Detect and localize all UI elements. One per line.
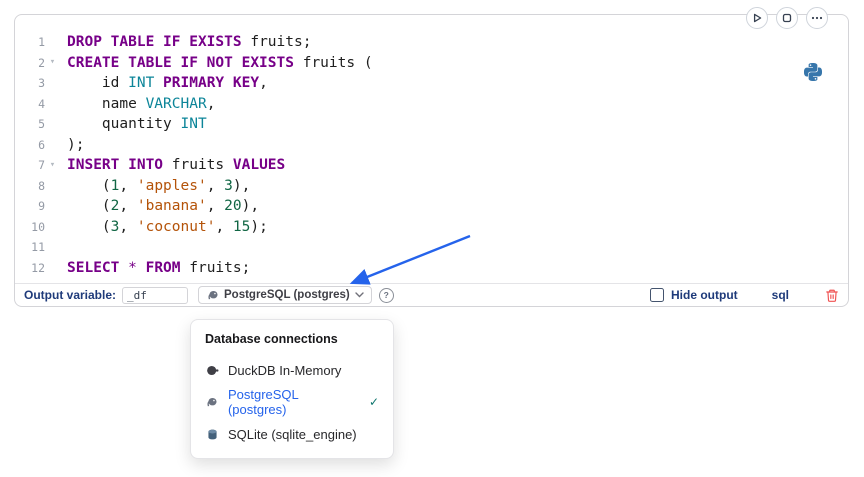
line-number-gutter: 1 2▾ 3 4 5 6 7▾ 8 9 10 11 12 xyxy=(15,32,61,282)
delete-cell-button[interactable] xyxy=(825,288,839,303)
footer-right-group: Hide output sql xyxy=(650,288,839,303)
postgresql-icon xyxy=(205,396,219,409)
more-actions-button[interactable] xyxy=(806,7,828,29)
connection-label: PostgreSQL (postgres) xyxy=(224,289,350,301)
code-line: name VARCHAR, xyxy=(67,95,216,112)
code-line: (3, 'coconut', 15); xyxy=(67,218,268,235)
line-number: 4 xyxy=(38,96,45,111)
line-number: 5 xyxy=(38,117,45,132)
chevron-down-icon xyxy=(354,292,364,298)
help-icon[interactable]: ? xyxy=(378,287,394,303)
code-line: (2, 'banana', 20), xyxy=(67,198,260,214)
connection-option[interactable]: DuckDB In-Memory xyxy=(191,354,393,386)
code-line: INSERT INTO fruits VALUES xyxy=(67,157,286,173)
postgresql-icon xyxy=(206,289,219,302)
connection-option[interactable]: PostgreSQL (postgres) ✓ xyxy=(191,386,393,418)
line-number: 9 xyxy=(38,199,45,214)
code-content[interactable]: DROP TABLE IF EXISTS fruits; CREATE TABLE… xyxy=(61,32,848,282)
connection-option-label: PostgreSQL (postgres) xyxy=(227,387,299,417)
line-number: 2▾ xyxy=(15,53,61,74)
sql-editor[interactable]: 1 2▾ 3 4 5 6 7▾ 8 9 10 11 12 DROP TABLE IF EXISTS f… xyxy=(15,32,848,282)
line-number: 6 xyxy=(38,137,45,152)
duckdb-icon xyxy=(205,364,219,377)
line-number: 10 xyxy=(31,219,45,234)
stop-icon xyxy=(782,13,792,23)
code-line: CREATE TABLE IF NOT EXISTS fruits ( xyxy=(67,54,373,71)
code-line: quantity INT xyxy=(67,116,207,132)
line-number: 3 xyxy=(38,76,45,91)
fold-chevron-icon[interactable]: ▾ xyxy=(49,159,56,170)
line-number: 7▾ xyxy=(15,155,61,176)
code-line: id INT PRIMARY KEY, xyxy=(67,75,268,91)
code-line: ); xyxy=(67,136,85,153)
hide-output-checkbox[interactable] xyxy=(650,288,664,302)
code-line xyxy=(67,237,848,258)
play-icon xyxy=(753,13,762,23)
hide-output-label[interactable]: Hide output xyxy=(671,288,738,302)
connection-option-label: SQLite (sqlite_engine) xyxy=(228,426,357,442)
code-line: (1, 'apples', 3), xyxy=(67,177,251,194)
line-number: 8 xyxy=(38,178,45,193)
connection-option-label: DuckDB In-Memory xyxy=(228,362,342,378)
sqlite-icon xyxy=(205,428,219,441)
stop-cell-button[interactable] xyxy=(776,7,798,29)
language-badge[interactable]: sql xyxy=(771,288,789,302)
line-number: 12 xyxy=(31,260,45,275)
connection-option[interactable]: SQLite (sqlite_engine) xyxy=(191,418,393,450)
code-line: DROP TABLE IF EXISTS fruits; xyxy=(67,34,312,50)
check-icon: ✓ xyxy=(368,395,379,409)
cell-action-buttons xyxy=(746,7,828,29)
output-variable-label: Output variable: xyxy=(24,288,117,302)
trash-icon xyxy=(826,289,838,302)
cell-footer-toolbar: Output variable: PostgreSQL (postgres) ?… xyxy=(15,283,848,306)
ellipsis-icon xyxy=(811,16,823,20)
popover-header: Database connections xyxy=(205,332,338,346)
line-number: 1 xyxy=(38,35,45,50)
output-variable-input[interactable] xyxy=(122,286,189,304)
run-cell-button[interactable] xyxy=(746,7,768,29)
sql-cell: 1 2▾ 3 4 5 6 7▾ 8 9 10 11 12 DROP TABLE IF EXISTS f… xyxy=(14,14,849,307)
fold-chevron-icon[interactable]: ▾ xyxy=(49,57,56,68)
connection-dropdown-trigger[interactable]: PostgreSQL (postgres) xyxy=(198,286,372,304)
line-number: 11 xyxy=(31,240,45,255)
python-logo-icon[interactable] xyxy=(803,63,823,81)
code-line: SELECT * FROM fruits; xyxy=(67,259,251,276)
